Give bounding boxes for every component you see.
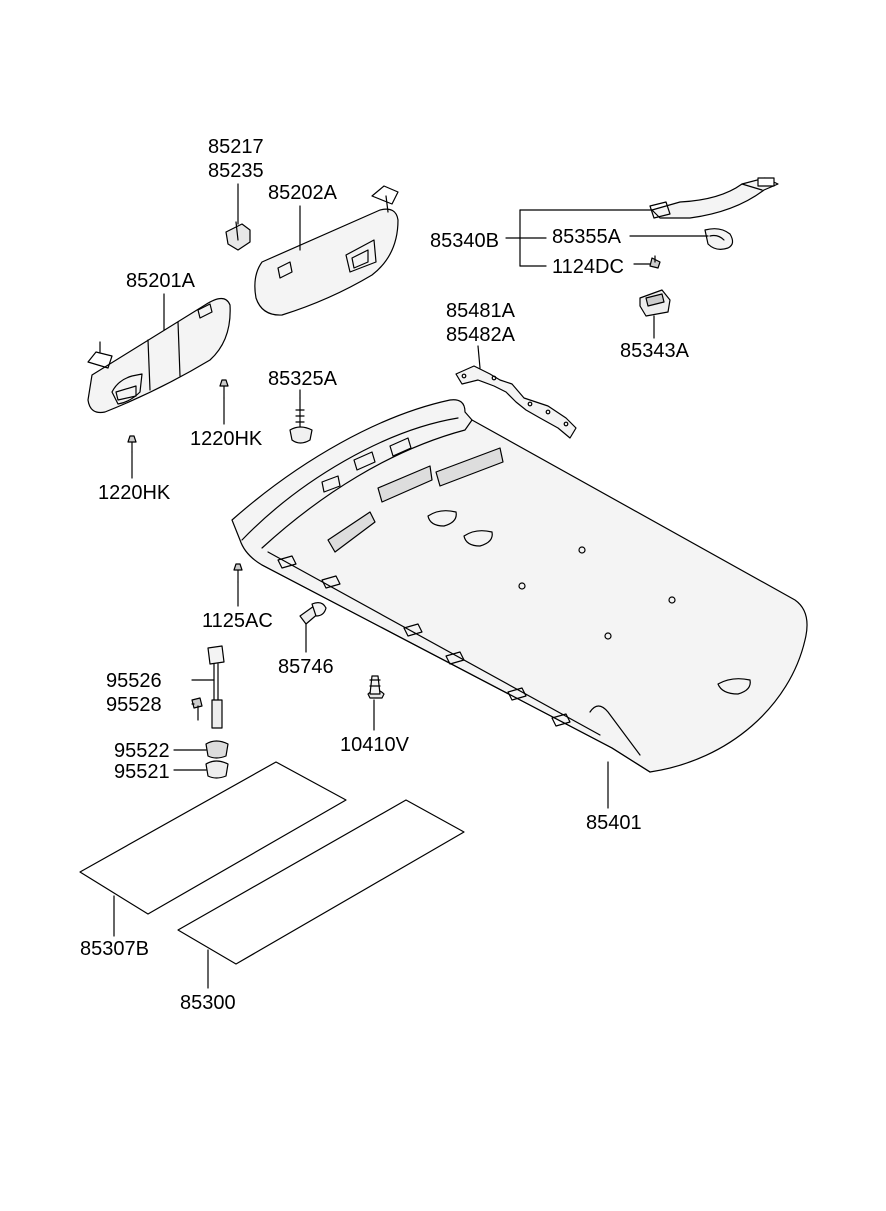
label-1125AC: 1125AC bbox=[202, 610, 273, 632]
label-85401: 85401 bbox=[586, 812, 642, 834]
label-85217: 85217 bbox=[208, 136, 264, 158]
label-85201A: 85201A bbox=[126, 270, 195, 292]
label-1220HK-b: 1220HK bbox=[98, 482, 171, 504]
label-85340B: 85340B bbox=[430, 230, 499, 252]
assist-handle-85340B bbox=[649, 177, 779, 219]
label-85343A: 85343A bbox=[620, 340, 689, 362]
panel-85307B bbox=[79, 761, 347, 915]
panel-85300 bbox=[177, 799, 465, 965]
label-95528: 95528 bbox=[106, 694, 162, 716]
label-10410V: 10410V bbox=[340, 734, 409, 756]
screw-1124DC bbox=[649, 255, 661, 269]
label-85355A: 85355A bbox=[552, 226, 621, 248]
fastener-10410V bbox=[367, 675, 385, 699]
clip-85325A bbox=[289, 397, 313, 444]
label-95526: 95526 bbox=[106, 670, 162, 692]
label-95521: 95521 bbox=[114, 761, 170, 783]
bracket-85481A bbox=[455, 365, 577, 439]
screw-1125AC bbox=[233, 563, 243, 583]
label-85325A: 85325A bbox=[268, 368, 337, 390]
headliner-85401 bbox=[231, 399, 808, 773]
leader-lines bbox=[113, 183, 709, 989]
cap-85343A bbox=[639, 289, 671, 317]
label-1124DC: 1124DC bbox=[552, 256, 624, 278]
clip-85746 bbox=[299, 602, 327, 625]
label-95522: 95522 bbox=[114, 740, 170, 762]
screw-1220HK-b bbox=[127, 435, 137, 453]
label-85307B: 85307B bbox=[80, 938, 149, 960]
label-85235: 85235 bbox=[208, 160, 264, 182]
label-85300: 85300 bbox=[180, 992, 236, 1014]
screw-1220HK-a bbox=[219, 379, 229, 399]
cover-85355A bbox=[704, 228, 734, 250]
sunvisor-85201A bbox=[87, 297, 231, 414]
lamp-assembly-95521 bbox=[191, 645, 229, 779]
label-85481A: 85481A bbox=[446, 300, 515, 322]
label-85482A: 85482A bbox=[446, 324, 515, 346]
label-1220HK-a: 1220HK bbox=[190, 428, 263, 450]
label-85746: 85746 bbox=[278, 656, 334, 678]
sunvisor-85202A bbox=[254, 185, 399, 316]
clip-85217 bbox=[225, 221, 251, 251]
label-85202A: 85202A bbox=[268, 182, 337, 204]
